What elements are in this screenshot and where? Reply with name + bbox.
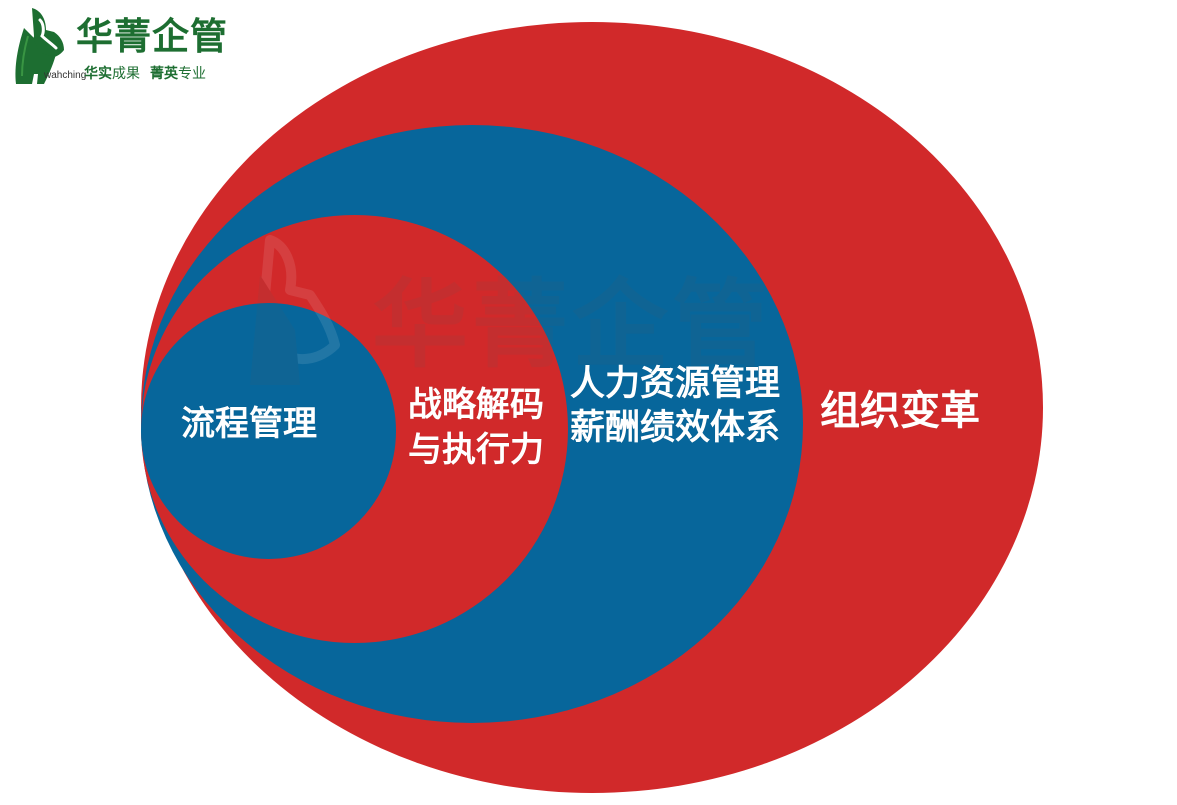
tagline-part1-bold: 华实 [84,66,112,82]
label-strategy-execution: 战略解码 与执行力 [408,383,544,473]
label-line: 战略解码 [408,385,544,425]
green-ribbon-logo-icon [15,8,64,84]
tagline-part1-regular: 成果 [112,66,140,82]
company-logo: 华菁企管 wahching 华实成果菁英专业 [6,2,246,88]
label-line: 薪酬绩效体系 [570,408,781,448]
brand-name: 华菁企管 [76,15,228,58]
tagline-part2-regular: 专业 [178,66,206,82]
label-process-management: 流程管理 [181,402,317,446]
label-hr-management: 人力资源管理 薪酬绩效体系 [570,362,780,450]
label-line: 流程管理 [181,404,317,444]
tagline-part2-bold: 菁英 [150,66,178,82]
label-line: 人力资源管理 [570,364,781,404]
ellipse-process-management [141,303,396,559]
brand-english-name: wahching [44,70,87,81]
label-organizational-change: 组织变革 [820,387,980,435]
brand-tagline: 华实成果菁英专业 [84,65,206,83]
label-line: 与执行力 [408,430,544,470]
label-line: 组织变革 [820,388,980,434]
